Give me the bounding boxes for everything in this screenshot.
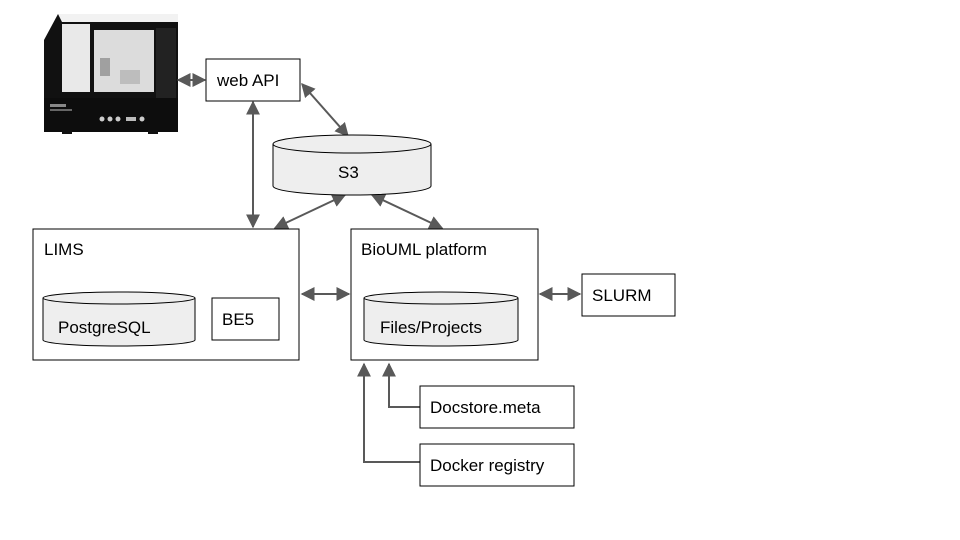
be5-label: BE5	[222, 310, 254, 329]
files-projects-label: Files/Projects	[380, 318, 482, 337]
postgresql-database: PostgreSQL	[42, 291, 196, 347]
docker-registry-node: Docker registry	[419, 443, 575, 487]
connector-webapi-s3	[301, 82, 349, 138]
bioumL-platform-node: BioUML platform Files/Projects	[350, 228, 539, 361]
docker-registry-label: Docker registry	[430, 456, 545, 475]
files-projects-storage: Files/Projects	[363, 291, 519, 347]
s3-storage-node: S3	[272, 134, 432, 196]
lims-label: LIMS	[44, 240, 84, 259]
postgresql-label: PostgreSQL	[58, 318, 151, 337]
connectors	[176, 73, 582, 463]
lab-instrument-image	[44, 14, 178, 134]
docstore-meta-node: Docstore.meta	[419, 385, 575, 429]
connector-docker-bioumL	[357, 362, 420, 463]
docstore-meta-label: Docstore.meta	[430, 398, 541, 417]
slurm-node: SLURM	[581, 273, 676, 317]
web-api-label: web API	[216, 71, 279, 90]
web-api-node: web API	[205, 58, 301, 102]
bioumL-platform-label: BioUML platform	[361, 240, 487, 259]
be5-node: BE5	[211, 297, 280, 341]
connector-docstore-bioumL	[382, 362, 420, 408]
s3-label: S3	[338, 163, 359, 182]
connector-s3-lims	[273, 194, 347, 229]
slurm-label: SLURM	[592, 286, 652, 305]
lims-node: LIMS PostgreSQL BE5	[32, 228, 300, 361]
connector-s3-bioumL	[370, 194, 444, 229]
